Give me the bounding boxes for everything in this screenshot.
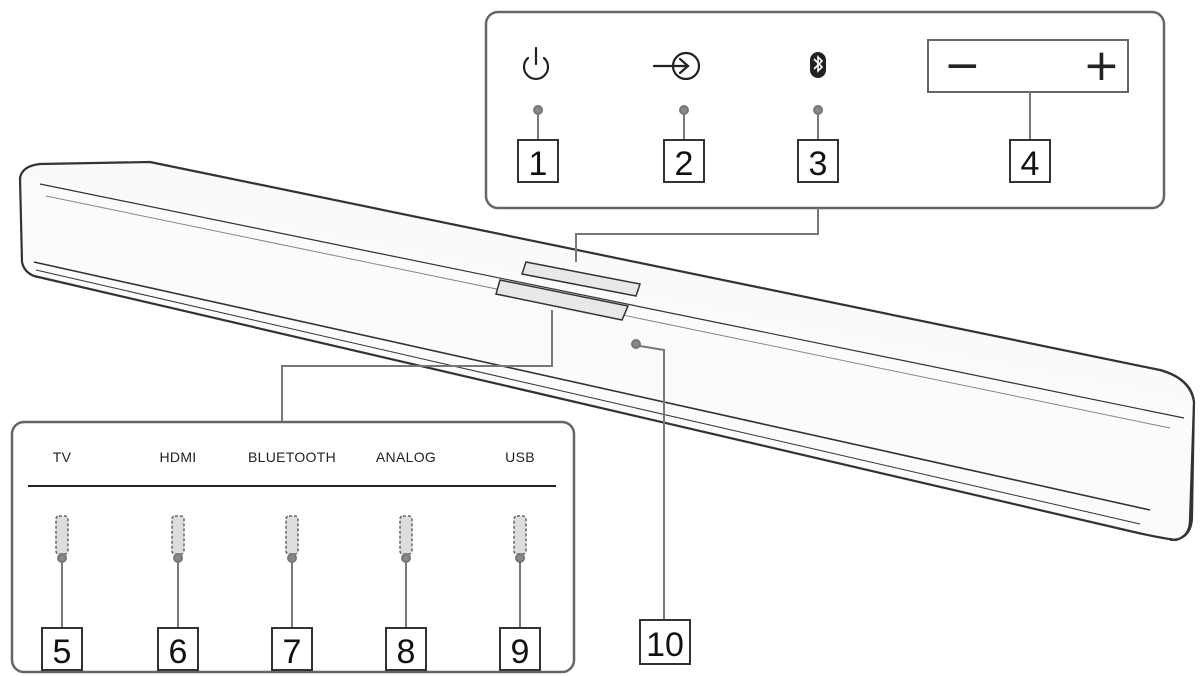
- front-indicator-strip: [495, 279, 630, 321]
- callout-7: 7: [271, 627, 313, 671]
- svg-text:9: 9: [511, 633, 530, 671]
- leader-10: [631, 339, 665, 620]
- top-controls-strip: [521, 261, 641, 297]
- indicator-lamps: [55, 515, 527, 555]
- callout-3: 3: [797, 139, 839, 183]
- svg-text:2: 2: [675, 145, 694, 183]
- bluetooth-icon: [810, 52, 826, 78]
- indicator-lamp-analog: [399, 515, 413, 555]
- top-panel-connector: [575, 208, 819, 262]
- callout-5: 5: [41, 627, 83, 671]
- indicator-label-tv: TV: [53, 449, 72, 465]
- input-icon: [652, 51, 701, 81]
- svg-text:4: 4: [1021, 145, 1040, 183]
- indicator-label-usb: USB: [505, 449, 535, 465]
- indicator-lamp-usb: [513, 515, 527, 555]
- top-leaders: [533, 92, 1031, 140]
- indicator-lamp-hdmi: [171, 515, 185, 555]
- indicator-label-hdmi: HDMI: [160, 449, 197, 465]
- indicator-label-analog: ANALOG: [376, 449, 436, 465]
- callout-6: 6: [157, 627, 199, 671]
- callout-9: 9: [499, 627, 541, 671]
- volume-plus-icon: +: [1083, 40, 1120, 91]
- volume-buttons-box: [927, 39, 1129, 93]
- svg-text:10: 10: [646, 626, 684, 664]
- bottom-leaders: [57, 553, 525, 628]
- callout-8: 8: [385, 627, 427, 671]
- volume-minus-icon: −: [944, 40, 981, 91]
- callout-10: 10: [639, 619, 691, 665]
- callout-4: 4: [1009, 139, 1051, 183]
- svg-text:7: 7: [283, 633, 302, 671]
- bottom-panel-connector: [281, 310, 553, 422]
- svg-text:3: 3: [809, 145, 828, 183]
- indicator-lamp-bluetooth: [285, 515, 299, 555]
- callout-2: 2: [663, 139, 705, 183]
- indicator-label-bluetooth: BLUETOOTH: [248, 449, 336, 465]
- power-icon: [522, 46, 550, 80]
- svg-text:8: 8: [397, 633, 416, 671]
- indicator-lamp-tv: [55, 515, 69, 555]
- callout-1: 1: [517, 139, 559, 183]
- svg-text:5: 5: [53, 633, 72, 671]
- svg-text:1: 1: [529, 145, 548, 183]
- svg-text:6: 6: [169, 633, 188, 671]
